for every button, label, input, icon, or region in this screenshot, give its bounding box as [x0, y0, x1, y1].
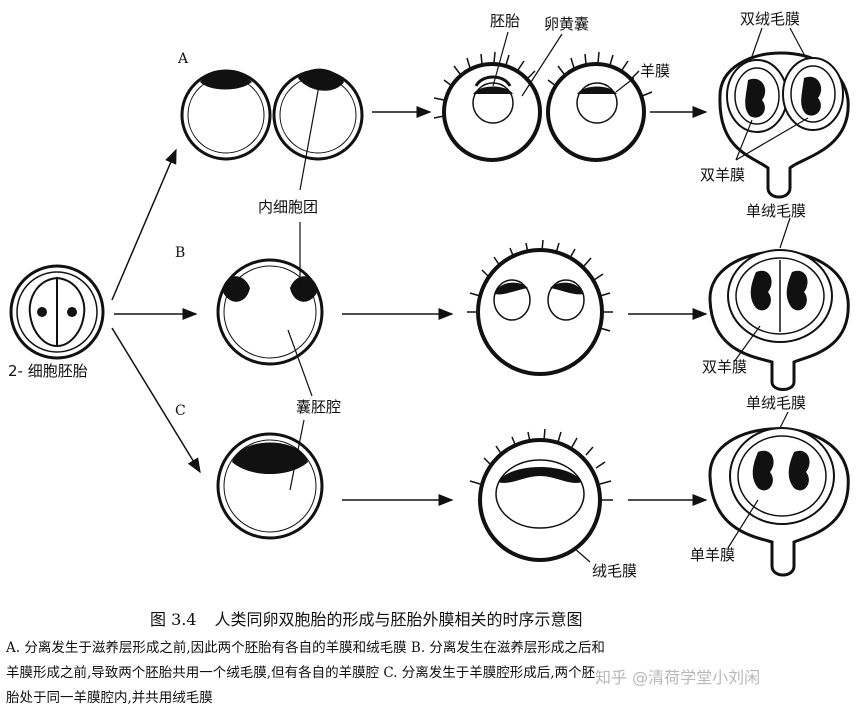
label-monochorionic-c: 单绒毛膜 [746, 394, 807, 412]
row-c-chorionic-sac [469, 428, 613, 562]
label-amnion: 羊膜 [640, 62, 671, 80]
row-a-blastocysts [180, 68, 364, 161]
branch-arrows [111, 148, 201, 474]
caption-line-2: 羊膜形成之前,导致两个胚胎共用一个绒毛膜,但有各自的羊膜腔 C. 分离发生于羊膜… [6, 665, 596, 681]
row-b-uterine-sac [708, 249, 850, 391]
label-chorion: 绒毛膜 [592, 562, 638, 580]
row-a-uterine-sac [718, 51, 850, 199]
figure-number: 图 3.4 [150, 610, 197, 629]
caption-line-1: A. 分离发生于滋养层形成之前,因此两个胚胎有各自的羊膜和绒毛膜 B. 分离发生… [6, 640, 605, 656]
label-monochorionic-b: 单绒毛膜 [746, 202, 807, 220]
caption-line-3: 胎处于同一羊膜腔内,并共用绒毛膜 [6, 690, 213, 706]
row-b-chorionic-sac [467, 239, 613, 376]
stage-arrows [342, 106, 708, 506]
figure-caption-title: 图 3.4 人类同卵双胞胎的形成与胚胎外膜相关的时序示意图 [150, 606, 601, 630]
twin-formation-diagram [9, 27, 850, 577]
row-label-a: A [178, 51, 189, 67]
leader-lines [287, 27, 809, 563]
label-inner-cell-mass: 内细胞团 [258, 198, 319, 216]
label-embryo: 胚胎 [490, 12, 521, 30]
label-dichorionic: 双绒毛膜 [740, 10, 801, 28]
row-c-blastocyst [216, 432, 324, 540]
row-label-b: B [175, 245, 186, 261]
figure-title: 人类同卵双胞胎的形成与胚胎外膜相关的时序示意图 [214, 610, 583, 629]
label-yolk-sac: 卵黄囊 [544, 15, 590, 33]
row-label-c: C [175, 403, 186, 419]
label-blastocoel: 囊胚腔 [296, 398, 342, 416]
row-b-blastocyst [216, 258, 324, 366]
row-a-chorionic-sacs [433, 51, 653, 162]
watermark: 知乎 @清荷学堂小刘闲 [595, 668, 761, 687]
label-monoamniotic: 单羊膜 [690, 546, 736, 564]
two-cell-embryo [9, 264, 105, 360]
label-two-cell-embryo: 2- 细胞胚胎 [8, 362, 88, 380]
row-c-uterine-sac [708, 427, 850, 577]
label-diamniotic-a: 双羊膜 [700, 166, 746, 184]
label-diamniotic-b: 双羊膜 [702, 358, 748, 376]
